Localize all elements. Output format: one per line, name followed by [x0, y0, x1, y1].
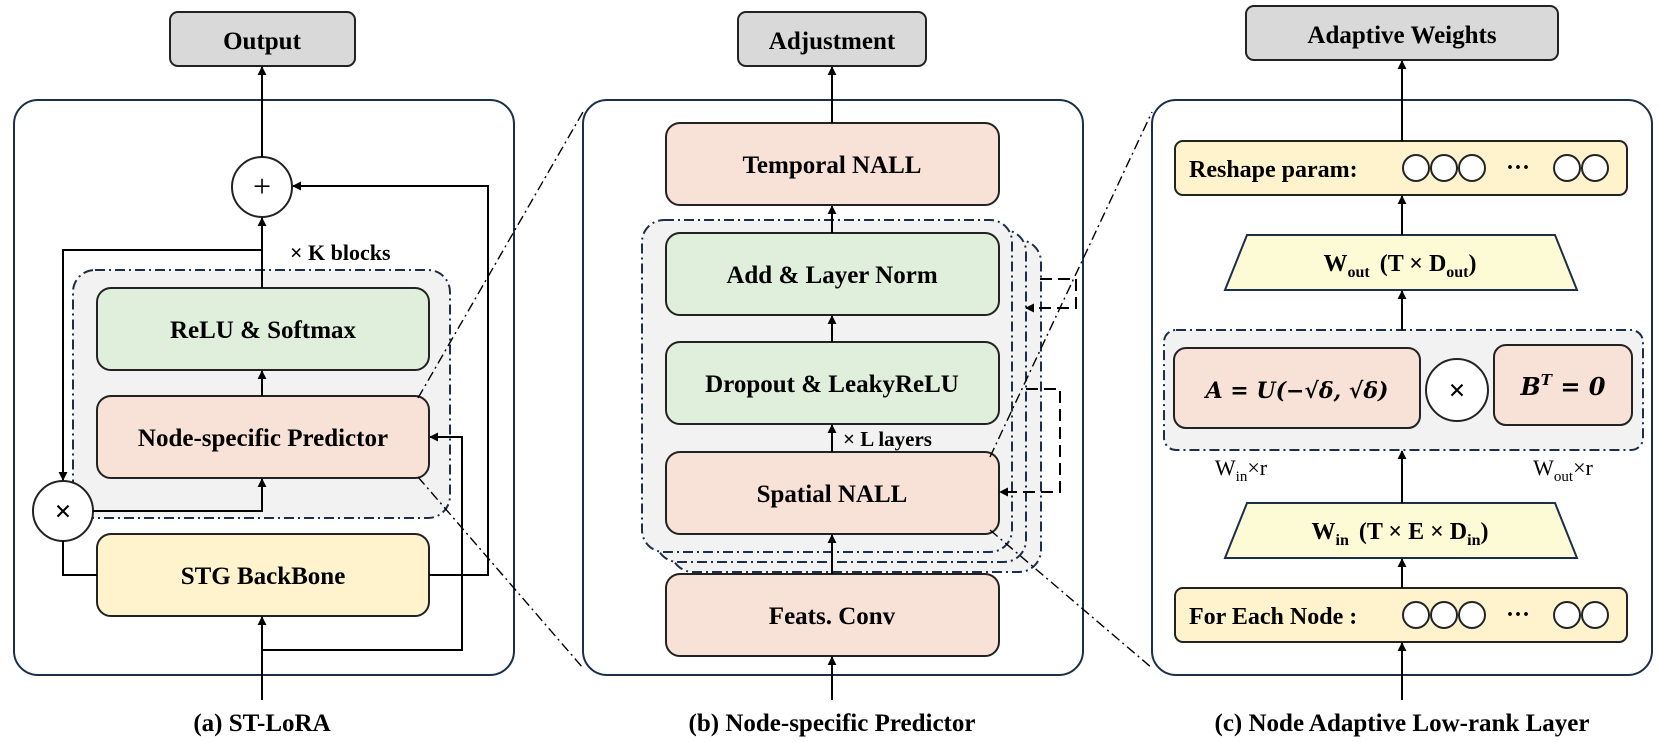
- panel-b: Adjustment Temporal NALL Add & Layer Nor…: [582, 11, 1084, 737]
- adaptive-weights-box: [1245, 5, 1559, 61]
- node-circle: [1553, 601, 1581, 629]
- zoom-lines-ab: [417, 111, 584, 669]
- node-circle: [1430, 154, 1458, 182]
- adjustment-label: Adjustment: [769, 28, 896, 55]
- l-layers-label: × L layers: [843, 427, 932, 451]
- times-symbol-c: ×: [1448, 374, 1465, 407]
- panel-a-caption: (a) ST-LoRA: [193, 710, 330, 737]
- output-box: [169, 11, 356, 67]
- win-r-label: Win×r: [1215, 455, 1268, 485]
- foreach-ellipsis: ···: [1506, 602, 1530, 628]
- panel-c: Adaptive Weights Reshape param: ··· Wout…: [1151, 5, 1653, 737]
- zoom-lines-bc: [989, 111, 1153, 669]
- a-matrix-label: A = U(−√δ, √δ): [1204, 378, 1389, 404]
- panel-a-arrows: [58, 66, 489, 700]
- wout-label: Wout(T × Dout): [1323, 251, 1476, 281]
- k-blocks-label: × K blocks: [290, 240, 391, 265]
- predictor-label: Node-specific Predictor: [138, 425, 388, 452]
- node-circle: [1402, 154, 1430, 182]
- adjustment-box: [737, 11, 927, 67]
- foreach-label: For Each Node :: [1189, 604, 1357, 630]
- output-label: Output: [223, 28, 301, 55]
- plus-symbol: +: [253, 168, 271, 204]
- times-operator-c: [1425, 358, 1489, 422]
- feats-conv-label: Feats. Conv: [769, 603, 896, 630]
- node-circle: [1458, 601, 1486, 629]
- residual-dashed-arrows: [999, 278, 1077, 497]
- wout-r-label: Wout×r: [1533, 455, 1593, 485]
- a-matrix-box: [1173, 347, 1421, 429]
- node-circle: [1581, 154, 1609, 182]
- dropout-label: Dropout & LeakyReLU: [705, 371, 959, 398]
- win-label: Win(T × E × Din): [1312, 519, 1489, 549]
- backbone-label: STG BackBone: [181, 563, 346, 590]
- panel-c-caption: (c) Node Adaptive Low-rank Layer: [1215, 710, 1590, 737]
- wout-trapezoid: [1223, 234, 1579, 291]
- reshape-node-circles: [1402, 154, 1609, 182]
- node-circle: [1402, 601, 1430, 629]
- node-circle: [1553, 154, 1581, 182]
- node-circle: [1458, 154, 1486, 182]
- temporal-nall-label: Temporal NALL: [743, 152, 922, 179]
- times-symbol: ×: [54, 495, 71, 528]
- node-circle: [1430, 601, 1458, 629]
- spatial-nall-label: Spatial NALL: [757, 481, 908, 508]
- adaptive-weights-label: Adaptive Weights: [1307, 22, 1496, 49]
- relu-softmax-label: ReLU & Softmax: [170, 317, 357, 344]
- panel-b-caption: (b) Node-specific Predictor: [689, 710, 976, 737]
- b-matrix-label: BT = 0: [1520, 371, 1606, 401]
- panel-a: Output × K blocks ReLU & Softmax Node-sp…: [13, 11, 515, 737]
- node-circle: [1581, 601, 1609, 629]
- reshape-ellipsis: ···: [1506, 155, 1530, 181]
- win-trapezoid: [1223, 502, 1579, 559]
- reshape-label: Reshape param:: [1189, 157, 1358, 183]
- add-norm-label: Add & Layer Norm: [726, 262, 938, 289]
- b-matrix-box: [1493, 344, 1633, 426]
- foreach-node-circles: [1402, 601, 1609, 629]
